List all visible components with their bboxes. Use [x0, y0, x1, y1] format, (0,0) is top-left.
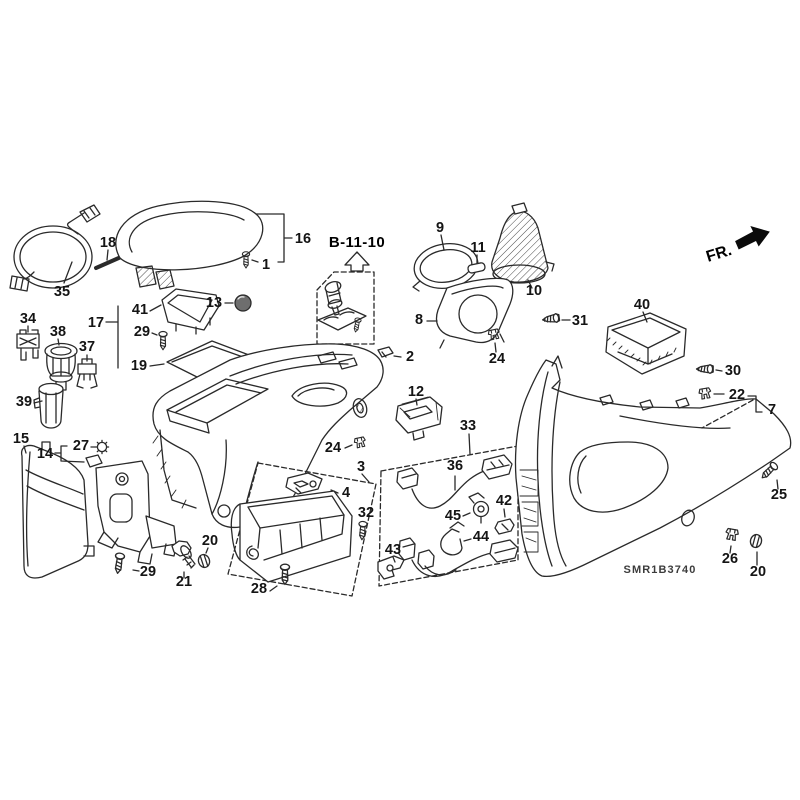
callout-27: 27: [73, 438, 89, 454]
callout-11: 11: [470, 240, 485, 256]
callout-3: 3: [357, 459, 365, 475]
callout-30: 30: [725, 363, 741, 379]
clip-22-and-7-leader: [697, 386, 763, 429]
callout-18: 18: [100, 235, 116, 251]
clip-24-lower: [344, 436, 368, 449]
callout-24b: 24: [325, 440, 341, 456]
callout-24a: 24: [489, 351, 505, 367]
clip-part-2: [377, 346, 402, 358]
switch-part-34: [16, 325, 40, 361]
wire-harness-part: [9, 204, 101, 292]
callout-14: 14: [37, 446, 53, 462]
callout-29b: 29: [140, 564, 156, 580]
drawer-part: [230, 490, 353, 583]
callout-26: 26: [722, 551, 738, 567]
callout-29a: 29: [134, 324, 150, 340]
screw-25: [758, 460, 780, 490]
callout-39: 39: [16, 394, 32, 410]
reference-label: B-11-10: [329, 234, 385, 251]
callout-labels: 35 18 16 1 13 41 17 29 19 34 38 37 39 B-…: [13, 220, 787, 597]
callout-15: 15: [13, 431, 29, 447]
clip-26: [724, 527, 740, 554]
fr-label: FR.: [704, 242, 734, 266]
callout-4: 4: [342, 485, 350, 501]
clamp-part-44: [440, 521, 472, 556]
callout-34: 34: [20, 311, 36, 327]
callout-41: 41: [132, 302, 148, 318]
callout-40: 40: [634, 297, 650, 313]
callout-31: 31: [572, 313, 588, 329]
callout-16: 16: [295, 231, 311, 247]
callout-32: 32: [358, 505, 374, 521]
callout-19: 19: [131, 358, 147, 374]
callout-20b: 20: [750, 564, 766, 580]
nut-27: [90, 439, 110, 455]
callout-8: 8: [415, 312, 423, 328]
bracket-part-43: [377, 555, 405, 580]
callout-25: 25: [771, 487, 787, 503]
callout-12: 12: [408, 384, 424, 400]
pocket-part-40: [605, 311, 687, 375]
socket-part-12: [395, 396, 443, 441]
armrest-lid-part: [115, 200, 293, 290]
side-lid-part-15: [20, 441, 95, 579]
knob-part: [224, 294, 252, 312]
callout-37: 37: [79, 339, 95, 355]
lighter-part: [317, 280, 367, 331]
callout-44: 44: [473, 529, 489, 545]
latch-part-4: [285, 472, 339, 495]
shift-boot-part: [491, 202, 555, 289]
clip-part-37: [76, 354, 98, 389]
harness-part-lower: [398, 537, 519, 578]
clip-20-left: [196, 547, 212, 570]
console-body-part: [152, 343, 384, 541]
screw-29-upper: [151, 330, 168, 351]
harness-part-36: [396, 454, 513, 509]
screw-28: [269, 563, 291, 592]
callout-17: 17: [88, 315, 104, 331]
callout-38: 38: [50, 324, 66, 340]
callout-2: 2: [406, 349, 414, 365]
clip-part-11: [467, 254, 486, 274]
callout-20a: 20: [202, 533, 218, 549]
callout-33: 33: [460, 418, 476, 434]
harness-boundary-box: [378, 433, 519, 587]
bracket-17-leader: [105, 305, 119, 369]
screw-29-lower: [112, 551, 140, 575]
reference-b1110-group: [316, 251, 375, 345]
clamp-part-45: [462, 492, 490, 524]
callout-22: 22: [729, 387, 745, 403]
callout-45: 45: [445, 508, 461, 524]
callout-10: 10: [526, 283, 542, 299]
callout-35: 35: [54, 284, 70, 300]
side-panel-part-7: [514, 355, 792, 578]
callout-13: 13: [206, 295, 222, 311]
clip-20-right: [748, 532, 764, 566]
callout-21: 21: [176, 574, 192, 590]
callout-1: 1: [262, 257, 270, 273]
screw-30: [695, 364, 723, 374]
clip-24-upper: [487, 328, 502, 353]
drawer-boundary-box: [227, 462, 377, 597]
callout-43: 43: [385, 542, 401, 558]
rod-part: [94, 249, 123, 270]
fr-direction-arrow: FR.: [704, 226, 770, 266]
callout-28: 28: [251, 581, 267, 597]
diagram-code: SMR1B3740: [624, 564, 697, 576]
bolt-21: [171, 540, 196, 579]
socket-part-39: [33, 382, 64, 429]
tray-part: [149, 288, 220, 335]
callout-7: 7: [768, 402, 776, 418]
trim-panel-part-8: [426, 277, 514, 349]
screw-31: [541, 312, 571, 325]
cap-part-38: [44, 338, 78, 391]
callout-42: 42: [496, 493, 512, 509]
clip-part-42: [494, 508, 515, 535]
bracket-part-14: [54, 445, 177, 565]
callout-36: 36: [447, 458, 463, 474]
callout-9: 9: [436, 220, 444, 236]
